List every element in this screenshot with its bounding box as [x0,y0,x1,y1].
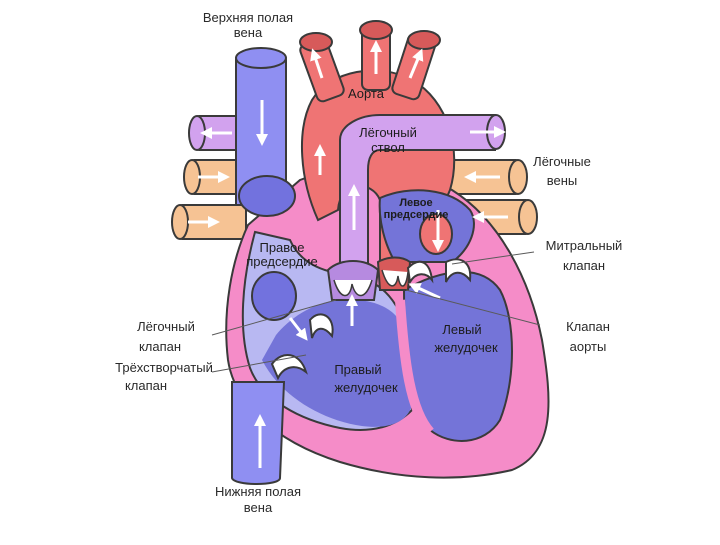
label-mitral-valve-1: Митральный [546,238,623,253]
inferior-vena-cava-opening [251,271,297,321]
label-right-ventricle-1: Правый [334,362,381,377]
label-left-ventricle-2: желудочек [434,340,498,355]
label-left-ventricle-1: Левый [442,322,481,337]
label-right-ventricle-2: желудочек [334,380,398,395]
label-left-atrium-1: Левое [399,197,432,209]
label-pulmonary-valve-2: клапан [139,339,181,354]
label-pulmonary-trunk-2: ствол [371,140,405,155]
label-aorta: Аорта [348,86,385,101]
mitral-valve-shape [406,258,472,285]
label-inferior-vena-cava-1: Нижняя полая [215,484,301,499]
label-pulmonary-valve-1: Лёгочный [137,319,195,334]
label-left-atrium-2: предсердие [384,209,449,221]
label-tricuspid-valve-2: клапан [125,378,167,393]
label-right-atrium-1: Правое [259,240,304,255]
label-tricuspid-valve-1: Трёхстворчатый [115,360,213,375]
left-atrium-inflow [419,213,453,255]
leader-lines [211,251,541,373]
label-pulmonary-trunk-1: Лёгочный [359,125,417,140]
label-superior-vena-cava-2: вена [234,25,263,40]
label-superior-vena-cava-1: Верхняя полая [203,10,293,25]
label-pulmonary-veins-1: Лёгочные [533,154,591,169]
aortic-valve-shape [376,256,412,291]
label-mitral-valve-2: клапан [563,258,605,273]
flow-arrows [188,40,508,468]
label-aortic-valve-2: аорты [570,339,607,354]
label-right-atrium-2: предсердие [246,254,318,269]
septum [395,299,434,436]
tricuspid-valve-shape [270,313,334,381]
label-inferior-vena-cava-2: вена [244,500,273,515]
label-pulmonary-veins-2: вены [547,173,578,188]
pulmonary-valve-shape [326,260,380,301]
label-aortic-valve-1: Клапан [566,319,610,334]
